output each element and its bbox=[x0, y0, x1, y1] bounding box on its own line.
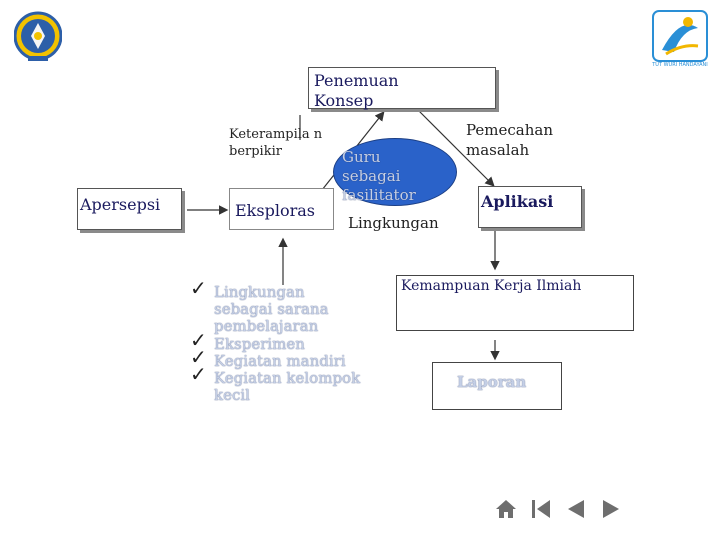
laporan-label: Laporan bbox=[457, 373, 527, 391]
aplikasi-label: Aplikasi bbox=[481, 192, 554, 211]
checklist-item: Kegiatan mandiri bbox=[214, 352, 346, 370]
checklist-item: Eksperimen bbox=[214, 335, 305, 353]
laporan-box: Laporan bbox=[432, 362, 562, 410]
previous-icon[interactable] bbox=[565, 498, 587, 520]
tut-wuri-logo: TUT WURI HANDAYANI bbox=[652, 10, 708, 70]
check-icon: ✓ bbox=[190, 276, 207, 300]
eksplorasi-label: Eksploras bbox=[235, 201, 315, 220]
checklist-item: Kegiatan kelompok kecil bbox=[214, 369, 361, 404]
guru-ellipse bbox=[333, 138, 457, 206]
guru-fasilitator-label: Guru sebagai fasilitator bbox=[342, 148, 416, 204]
home-icon[interactable] bbox=[495, 498, 517, 520]
kemampuan-box: Kemampuan Kerja Ilmiah bbox=[396, 275, 634, 331]
lingkungan-label: Lingkungan bbox=[348, 214, 439, 232]
check-icon: ✓ bbox=[190, 328, 207, 352]
tut-wuri-icon bbox=[652, 10, 708, 62]
penemuan-konsep-label: Penemuan Konsep bbox=[314, 71, 399, 110]
kemendikbud-logo-icon bbox=[14, 11, 62, 61]
checklist: ✓ Lingkungan sebagai sarana pembelajaran… bbox=[190, 276, 370, 406]
pemecahan-masalah-label: Pemecahan masalah bbox=[466, 121, 554, 159]
arrow-penemuan-aplikasi bbox=[417, 109, 495, 187]
check-icon: ✓ bbox=[190, 362, 207, 386]
keterampilan-berpikir-label: Keterampila n berpikir bbox=[229, 127, 323, 159]
tut-wuri-label: TUT WURI HANDAYANI bbox=[652, 62, 708, 68]
apersepsi-label: Apersepsi bbox=[80, 195, 161, 214]
apersepsi-box: Apersepsi bbox=[77, 188, 182, 230]
kemampuan-label: Kemampuan Kerja Ilmiah bbox=[401, 278, 582, 294]
checklist-item: Lingkungan sebagai sarana pembelajaran bbox=[214, 283, 329, 335]
check-icon: ✓ bbox=[190, 345, 207, 369]
next-icon[interactable] bbox=[600, 498, 622, 520]
first-slide-icon[interactable] bbox=[530, 498, 552, 520]
eksplorasi-box: Eksploras bbox=[229, 188, 334, 230]
penemuan-konsep-box: Penemuan Konsep bbox=[308, 67, 496, 110]
aplikasi-box: Aplikasi bbox=[478, 186, 582, 228]
